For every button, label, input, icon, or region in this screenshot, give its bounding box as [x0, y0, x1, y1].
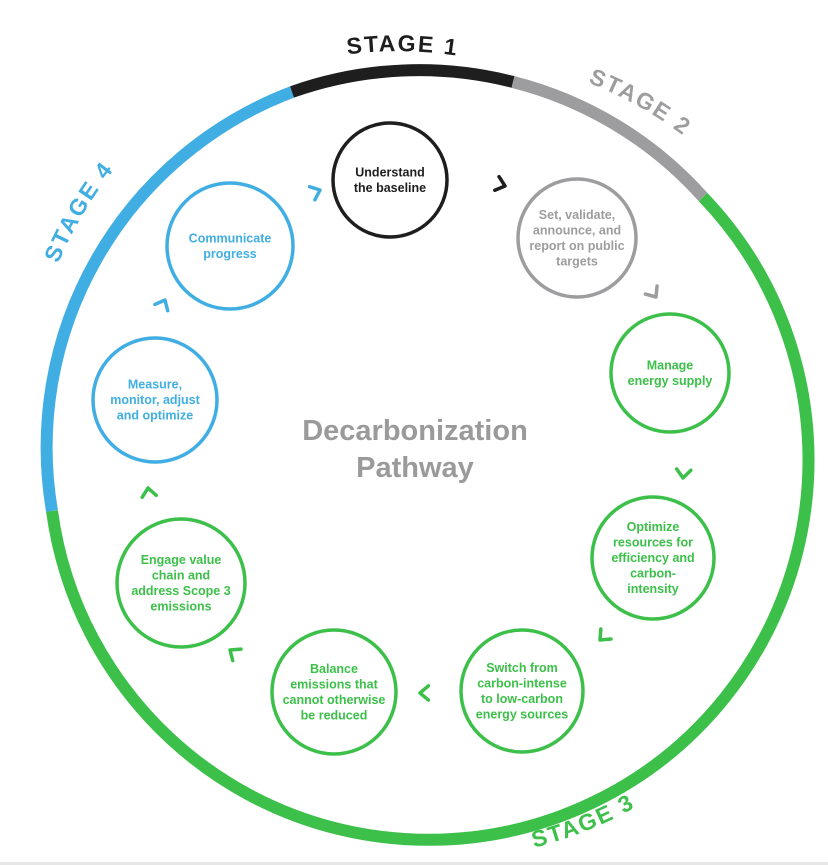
bottom-divider [0, 862, 828, 865]
step-label-line: energy sources [476, 707, 568, 721]
step-circle [270, 628, 398, 756]
step-circle [609, 312, 731, 434]
step-label-line: the baseline [354, 181, 426, 195]
step-label-line: emissions that [290, 677, 378, 691]
step-label-line: report on public [529, 239, 624, 253]
arrow-right-icon [307, 184, 322, 202]
step-circle [115, 517, 247, 649]
stage-ring [40, 64, 815, 846]
step-label-line: efficiency and [611, 551, 694, 565]
stage-4-ring-segment [40, 86, 295, 513]
step-label-line: chain and [152, 568, 210, 582]
step-label-line: carbon-intense [477, 676, 567, 690]
step-circle [331, 121, 449, 239]
step-label-line: carbon- [630, 567, 676, 581]
step-label-line: Switch from [486, 661, 558, 675]
step-node: Set, validate,announce, and report on pub… [516, 177, 659, 299]
step-circle [516, 177, 638, 299]
step-label-line: be reduced [301, 708, 368, 722]
stage-1-label: STAGE 1 [345, 30, 461, 61]
step-node: Understand the baseline [331, 121, 507, 239]
step-label-line: Engage value [141, 553, 222, 567]
step-label-line: Communicate [189, 231, 272, 245]
stage-3-ring-segment [46, 192, 815, 846]
arrow-right-icon [228, 647, 243, 663]
step-label-line: and optimize [117, 409, 193, 423]
step-label-line: Optimize [627, 520, 680, 534]
step-label-line: address Scope 3 [131, 584, 230, 598]
step-label-line: cannot otherwise [283, 693, 386, 707]
stage-2-ring-segment [511, 76, 708, 202]
arrow-right-icon [493, 174, 507, 193]
step-label-line: Measure, [128, 378, 182, 392]
step-label-line: Understand [355, 165, 424, 179]
step-circle [165, 181, 295, 311]
step-label-line: energy supply [628, 374, 713, 388]
step-label-line: Balance [310, 662, 358, 676]
stage-1-ring-segment [289, 64, 515, 98]
center-title-line-2: Pathway [356, 452, 474, 484]
step-node: Measure,monitor, adjust and optimize [91, 298, 219, 464]
step-label-line: emissions [150, 599, 211, 613]
arrow-right-icon [140, 486, 158, 500]
step-circle [590, 495, 716, 621]
step-node: Communicate progress [165, 181, 322, 311]
step-label-line: targets [556, 254, 598, 268]
step-label-line: Set, validate, [539, 208, 615, 222]
arrow-right-icon [598, 627, 613, 642]
step-label-line: intensity [627, 582, 678, 596]
stage-2-label: STAGE 2 [586, 63, 697, 140]
step-label-line: resources for [613, 536, 693, 550]
step-label-line: monitor, adjust [110, 393, 200, 407]
step-node: Manage energy supply [609, 312, 731, 480]
arrow-right-icon [153, 298, 170, 313]
step-label-line: to low-carbon [481, 692, 563, 706]
step-circle [459, 628, 585, 754]
arrow-right-icon [674, 467, 693, 480]
arrow-right-icon [643, 284, 659, 299]
step-label-line: progress [203, 247, 257, 261]
step-label-line: announce, and [533, 223, 621, 237]
step-circle [91, 336, 219, 464]
center-title-line-1: Decarbonization [302, 415, 528, 447]
arrow-right-icon [418, 684, 431, 702]
step-label-line: Manage [647, 358, 694, 372]
